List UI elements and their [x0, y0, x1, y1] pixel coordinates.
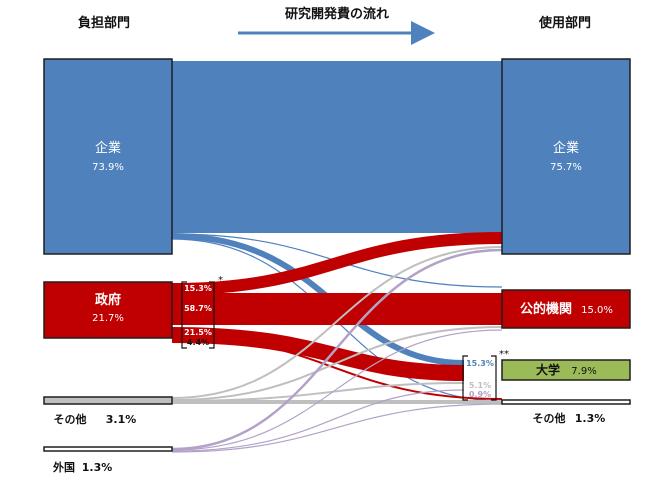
source-other-pct: 3.1%	[106, 413, 137, 426]
header-use-sector: 使用部門	[538, 15, 591, 31]
destination-corporate-box	[501, 58, 631, 255]
government-bracket-right	[209, 281, 215, 349]
header-burden-sector: 負担部門	[78, 15, 130, 31]
header-flow-title: 研究開発費の流れ	[285, 6, 389, 22]
destination-public-box	[501, 289, 631, 329]
source-foreign-pct: 1.3%	[82, 461, 113, 474]
source-government-pct: 21.7%	[92, 313, 124, 324]
flow-foreign-to-corporate	[171, 248, 503, 451]
flow-other-to-corporate	[171, 246, 503, 399]
university-split-value: 0.9%	[469, 390, 491, 399]
university-split-value: 15.3%	[466, 359, 494, 368]
destination-corporate-pct: 75.7%	[550, 162, 582, 173]
source-other: その他 3.1%	[43, 396, 173, 426]
destination-corporate-label: 企業	[553, 140, 579, 156]
government-split-value: 4.4%	[187, 338, 209, 347]
source-corporate-pct: 73.9%	[92, 162, 124, 173]
flow-other-to-public	[171, 326, 503, 401]
destination-corporate: 企業 75.7%	[501, 58, 631, 255]
destination-other: その他 1.3%	[501, 399, 631, 425]
flow-foreign-to-university	[171, 389, 465, 452]
destination-university-label: 大学	[536, 362, 560, 377]
source-foreign-box	[43, 446, 173, 452]
government-split-value: 21.5%	[184, 328, 212, 337]
university-bracket-left	[462, 355, 468, 401]
university-bracket-right	[491, 355, 497, 401]
university-split-mark: **	[499, 349, 509, 360]
destination-public: 公的機関 15.0%	[501, 289, 631, 329]
destination-other-label: その他	[533, 411, 566, 425]
source-corporate: 企業 73.9%	[43, 58, 173, 255]
source-corporate-label: 企業	[95, 140, 121, 156]
flow-government-to-other	[171, 336, 503, 400]
source-corporate-box	[43, 58, 173, 255]
source-government: 政府 21.7%	[43, 281, 173, 339]
destination-other-pct: 1.3%	[575, 412, 606, 425]
government-split-value: 58.7%	[184, 304, 212, 313]
university-split-value: 5.1%	[469, 381, 491, 390]
destination-university-pct: 7.9%	[571, 366, 596, 377]
source-other-box	[43, 396, 173, 405]
government-split-bracket: * 15.3% 58.7% 21.5% 4.4%	[181, 275, 223, 349]
destination-public-label: 公的機関	[520, 301, 572, 317]
source-other-label: その他	[54, 412, 87, 426]
government-split-mark: *	[218, 275, 223, 286]
flow-foreign-to-other	[171, 403, 503, 453]
flow-corporate-to-corporate	[172, 61, 502, 233]
university-split-value: 58.8%	[466, 370, 494, 379]
source-government-label: 政府	[95, 292, 121, 308]
source-foreign-label: 外国	[52, 460, 75, 474]
government-bracket-left	[181, 281, 187, 349]
flows	[171, 61, 503, 453]
source-foreign: 外国 1.3%	[43, 446, 173, 474]
university-split-bracket: ** 15.3% 58.8% 5.1% 0.9%	[462, 349, 509, 401]
destination-university-box	[501, 359, 631, 381]
flow-government-to-corporate	[171, 232, 503, 295]
government-split-value: 15.3%	[184, 284, 212, 293]
destination-other-box	[501, 399, 631, 405]
destination-university: 大学 7.9%	[501, 359, 631, 381]
flow-foreign-to-public	[171, 329, 503, 451]
destination-public-pct: 15.0%	[581, 305, 613, 316]
source-government-box	[43, 281, 173, 339]
